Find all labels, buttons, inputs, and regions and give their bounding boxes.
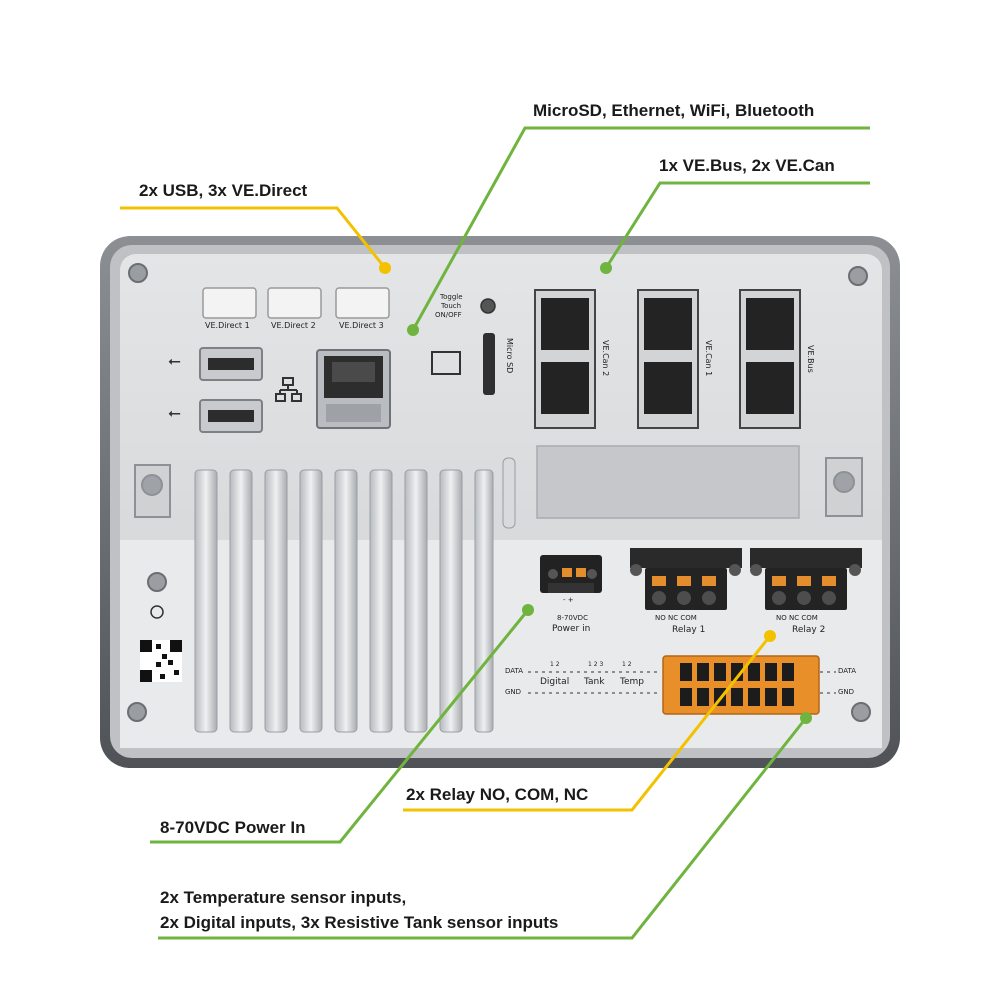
label-relay-1-pins: NO NC COM: [655, 614, 697, 622]
callout-sensors-line1: 2x Temperature sensor inputs,: [160, 888, 407, 907]
label-gnd-left: GND: [505, 688, 522, 696]
ve-direct-ports: [202, 287, 390, 319]
ve-can-2-ports: [534, 289, 596, 429]
label-micro-sd: Micro SD: [505, 338, 514, 374]
label-power-voltage: 8-70VDC: [557, 614, 588, 622]
callout-relay: 2x Relay NO, COM, NC: [406, 785, 589, 804]
label-relay-2-pins: NO NC COM: [776, 614, 818, 622]
heatsink: [194, 469, 494, 733]
network-icon: [275, 377, 302, 402]
relay-1-connector: [630, 548, 742, 610]
label-ve-can-2: VE.Can 2: [601, 340, 610, 377]
label-gnd-right: GND: [838, 688, 855, 696]
label-temp-nums: 1 2: [622, 661, 632, 668]
ground-icon: [150, 605, 164, 619]
leader-sensors: [158, 717, 808, 940]
label-power-in: Power in: [552, 624, 591, 634]
label-tank-nums: 1 2 3: [588, 661, 604, 668]
usb-ports: [199, 347, 263, 433]
ve-bus-ports: [739, 289, 801, 429]
label-data-left: DATA: [505, 667, 524, 675]
label-temp: Temp: [620, 677, 644, 687]
svg-text:⭠: ⭠: [168, 351, 181, 370]
label-tank: Tank: [584, 677, 605, 687]
qr-code: [140, 640, 182, 682]
leader-power: [150, 609, 530, 844]
label-data-right: DATA: [838, 667, 857, 675]
label-relay-1: Relay 1: [672, 625, 706, 635]
label-toggle: Toggle: [440, 293, 463, 301]
label-digital: Digital: [540, 677, 570, 687]
sensor-terminal-block: [662, 655, 820, 715]
label-ve-bus: VE.Bus: [806, 345, 815, 373]
ethernet-port: [316, 349, 391, 429]
leader-dots: [379, 262, 812, 724]
mounting-lugs: [134, 457, 863, 518]
leader-vebus: [604, 181, 870, 269]
corner-screws: [127, 263, 871, 722]
toggle-touch-button: [480, 298, 496, 314]
label-relay-2: Relay 2: [792, 625, 826, 635]
ground-screw: [147, 572, 167, 592]
label-ve-direct-2: VE.Direct 2: [271, 321, 316, 330]
callout-vebus-vecan: 1x VE.Bus, 2x VE.Can: [659, 156, 835, 175]
leader-usb: [120, 206, 387, 269]
relay-2-connector: [750, 548, 862, 610]
leader-microsd: [411, 126, 870, 331]
callout-usb-vedirect: 2x USB, 3x VE.Direct: [139, 181, 308, 200]
label-ve-can-1: VE.Can 1: [704, 340, 713, 377]
callout-power-in: 8-70VDC Power In: [160, 818, 306, 837]
sd-card-icon: [431, 351, 461, 375]
svg-text:⭠: ⭠: [168, 403, 181, 422]
leader-relay: [403, 635, 772, 812]
label-on-off: ON/OFF: [435, 311, 462, 319]
ve-can-1-ports: [637, 289, 699, 429]
label-power-pins: - +: [563, 596, 574, 604]
micro-sd-slot: [483, 333, 495, 395]
label-ve-direct-1: VE.Direct 1: [205, 321, 250, 330]
label-touch: Touch: [441, 302, 462, 310]
label-digital-nums: 1 2: [550, 661, 560, 668]
callout-sensors-line2: 2x Digital inputs, 3x Resistive Tank sen…: [160, 913, 559, 932]
blank-plate: [536, 445, 800, 519]
label-ve-direct-3: VE.Direct 3: [339, 321, 384, 330]
callout-microsd-ethernet-wifi-bluetooth: MicroSD, Ethernet, WiFi, Bluetooth: [533, 101, 815, 120]
power-connector: [540, 555, 602, 593]
